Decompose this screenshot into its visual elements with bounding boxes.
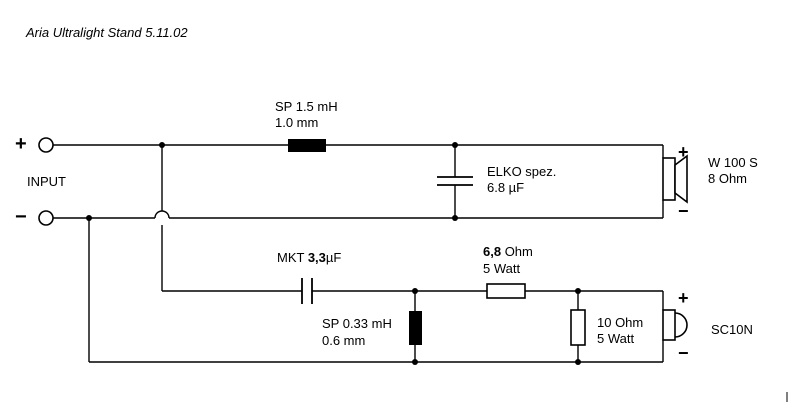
junction-dot bbox=[452, 142, 458, 148]
coil-tweeter-wire: 0.6 mm bbox=[322, 333, 366, 348]
woofer-impedance: 8 Ohm bbox=[708, 171, 748, 186]
resistor-6-8-icon bbox=[486, 283, 526, 299]
elko-capacitor-icon bbox=[437, 176, 473, 186]
input-minus-sign: − bbox=[15, 206, 27, 228]
wire-crossover-jump bbox=[154, 210, 170, 219]
elko-label: ELKO spez. bbox=[487, 164, 557, 179]
woofer-speaker-icon bbox=[662, 154, 688, 204]
junction-dot bbox=[412, 359, 418, 365]
mkt-unit: µF bbox=[325, 250, 342, 265]
junction-dot bbox=[159, 142, 165, 148]
resistor-series-power: 5 Watt bbox=[483, 261, 521, 276]
resistor-parallel-label: 10 Ohm bbox=[597, 315, 644, 330]
woofer-plus-sign: + bbox=[678, 142, 689, 162]
input-plus-sign: + bbox=[15, 133, 27, 155]
resistor-10-icon bbox=[570, 309, 586, 346]
coil-tweeter-label: SP 0.33 mH bbox=[322, 316, 392, 331]
tweeter-plus-sign: + bbox=[678, 288, 689, 308]
resistor-parallel-power: 5 Watt bbox=[597, 331, 635, 346]
mkt-label: MKT 3,3µF bbox=[277, 250, 341, 265]
resistor-series-unit: Ohm bbox=[501, 244, 533, 259]
resistor-series-label: 6,8 Ohm bbox=[483, 244, 533, 259]
coil-woofer-label: SP 1.5 mH bbox=[275, 99, 338, 114]
resistor-series-value: 6,8 bbox=[483, 244, 502, 259]
tweeter-minus-sign: − bbox=[678, 343, 689, 363]
mkt-value: 3,3 bbox=[307, 250, 326, 265]
elko-value: 6.8 µF bbox=[487, 180, 525, 195]
junction-dot bbox=[86, 215, 92, 221]
junction-dot bbox=[452, 215, 458, 221]
junction-dot bbox=[575, 288, 581, 294]
mkt-capacitor-icon bbox=[301, 278, 313, 304]
tweeter-speaker-icon bbox=[662, 309, 688, 341]
junction-dot bbox=[412, 288, 418, 294]
woofer-model: W 100 S bbox=[708, 155, 758, 170]
woofer-minus-sign: − bbox=[678, 201, 689, 221]
coil-0-33mh-icon bbox=[409, 311, 422, 345]
junction-dot bbox=[575, 359, 581, 365]
terminal-minus-icon bbox=[38, 210, 54, 226]
input-label: INPUT bbox=[27, 174, 66, 189]
page-title: Aria Ultralight Stand 5.11.02 bbox=[26, 25, 188, 40]
terminal-plus-icon bbox=[38, 137, 54, 153]
coil-woofer-wire: 1.0 mm bbox=[275, 115, 319, 130]
tweeter-model: SC10N bbox=[711, 322, 753, 337]
coil-1-5mh-icon bbox=[288, 139, 326, 152]
mkt-prefix: MKT bbox=[277, 250, 308, 265]
